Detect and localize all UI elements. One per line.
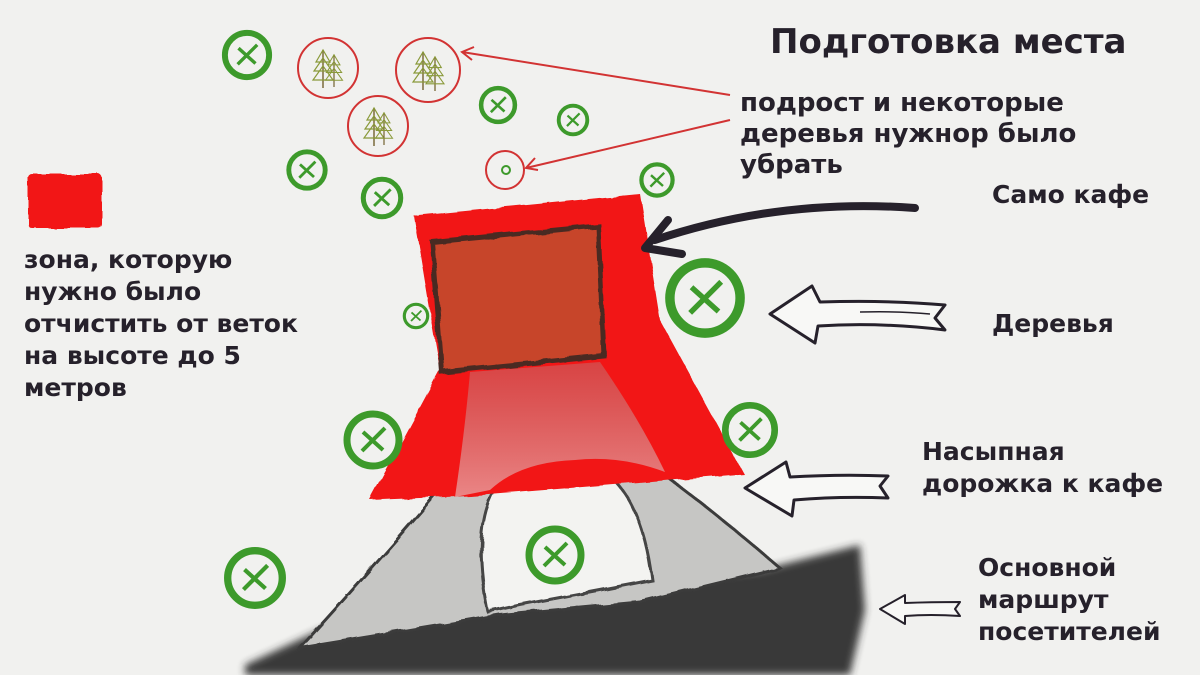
arrow-to-cafe xyxy=(641,202,919,258)
tree-icon xyxy=(481,88,515,122)
arrow-to-path xyxy=(743,460,890,518)
tree-icon xyxy=(225,33,269,77)
tree-icon xyxy=(363,179,400,216)
removed-tree-marker xyxy=(297,37,359,99)
path-label: Насыпная дорожка к кафе xyxy=(922,437,1164,498)
tree-icon xyxy=(641,164,672,195)
tree-icon xyxy=(228,551,283,606)
arrow-to-trees xyxy=(768,284,947,345)
embankment-path xyxy=(455,362,665,497)
legend-swatch xyxy=(28,174,102,228)
cafe-label: Само кафе xyxy=(992,180,1150,209)
arrow-to-route xyxy=(879,594,961,625)
legend-text: зона, которую нужно было отчистить от ве… xyxy=(24,245,298,402)
remove-trees-note: подрост и некоторые деревья нужнор было … xyxy=(740,88,1077,180)
page-title: Подготовка места xyxy=(770,22,1127,62)
removed-tree-marker xyxy=(347,95,409,157)
tree-icon xyxy=(289,152,325,188)
trees-label: Деревья xyxy=(992,309,1114,338)
cafe-building xyxy=(429,223,607,375)
arrow-to-undergrowth xyxy=(524,119,731,171)
removed-tree-marker xyxy=(485,150,525,190)
arrow-to-removed-trees xyxy=(460,46,731,96)
tree-icon xyxy=(725,405,774,454)
tree-icon xyxy=(402,302,430,330)
tree-icon xyxy=(556,103,590,137)
tree-icon xyxy=(670,263,740,333)
route-label: Основной маршрут посетителей xyxy=(978,553,1161,646)
removed-tree-marker xyxy=(395,37,461,103)
tree-icon xyxy=(347,414,399,466)
